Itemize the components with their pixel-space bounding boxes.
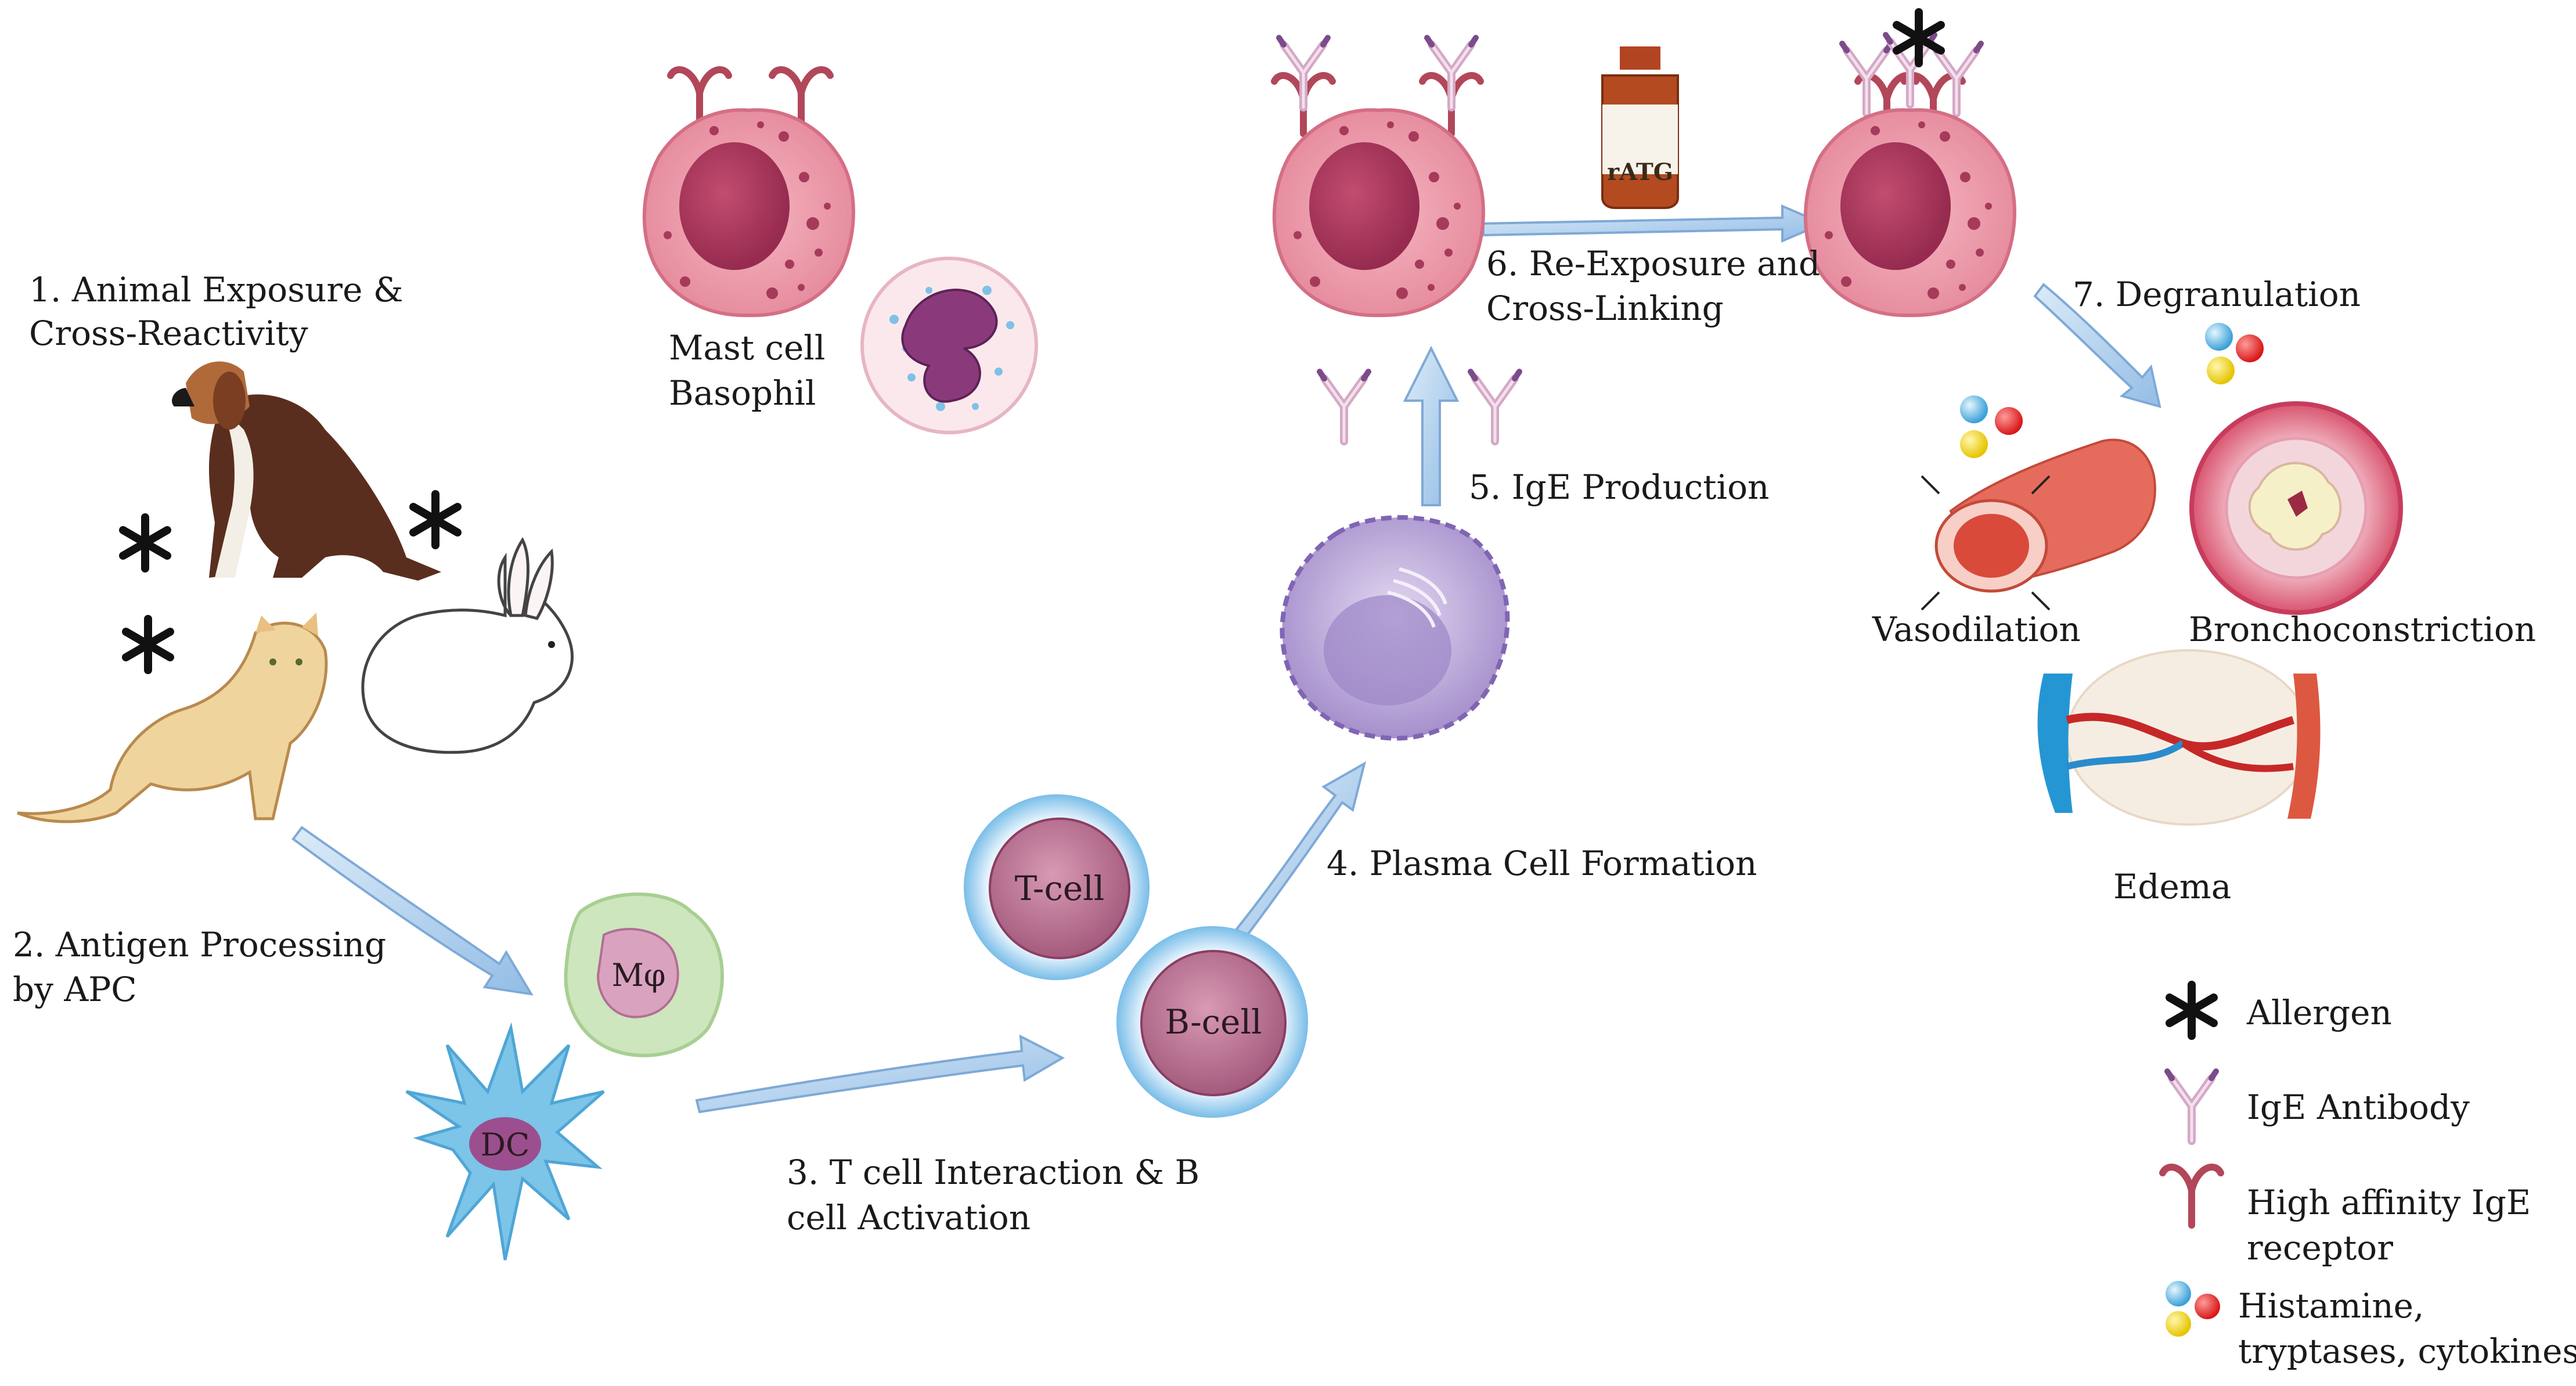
b-cell-icon: B-cell xyxy=(1116,926,1308,1118)
step-2-line2: by APC xyxy=(13,970,137,1009)
legend-mediator-icon xyxy=(2166,1281,2220,1337)
mast-cell-label: Mast cell xyxy=(669,328,826,368)
degranulating-mast-cell-icon xyxy=(1806,35,2015,315)
legend-receptor-line2: receptor xyxy=(2247,1228,2393,1268)
step-3-line2: cell Activation xyxy=(787,1198,1031,1237)
allergen-asterisk-icon xyxy=(126,619,170,670)
step-5-label: 5. IgE Production xyxy=(1469,467,1770,507)
dendritic-label: DC xyxy=(481,1126,530,1163)
edema-label: Edema xyxy=(2113,867,2232,906)
step-6-line1: 6. Re-Exposure and xyxy=(1486,244,1821,283)
step-1-line2: Cross-Reactivity xyxy=(29,314,308,353)
cat-icon xyxy=(17,613,328,823)
basophil-icon xyxy=(860,257,1038,434)
legend-mediators-line1: Histamine, xyxy=(2238,1286,2424,1326)
dendritic-cell-icon: DC xyxy=(405,1022,605,1261)
step-1-line1: 1. Animal Exposure & xyxy=(29,270,403,309)
ige-antibody-icon xyxy=(1471,372,1519,441)
macrophage-icon: Mφ xyxy=(564,892,724,1057)
legend-allergen-label: Allergen xyxy=(2247,993,2392,1032)
legend-mediators-line2: tryptases, cytokines xyxy=(2238,1331,2576,1371)
vial-label: rATG xyxy=(1607,159,1673,186)
sensitized-mast-cell-icon xyxy=(1274,38,1483,315)
b-cell-label: B-cell xyxy=(1165,1002,1262,1042)
ige-antibody-icon xyxy=(1320,372,1368,441)
t-cell-label: T-cell xyxy=(1015,869,1105,908)
dog-icon xyxy=(172,361,441,581)
legend-receptor-icon xyxy=(2163,1167,2221,1225)
step-7-label: 7. Degranulation xyxy=(2073,275,2361,314)
allergen-asterisk-icon xyxy=(123,517,167,568)
vial-icon: rATG xyxy=(1601,46,1679,209)
macrophage-label: Mφ xyxy=(611,957,665,993)
bronchus-icon xyxy=(2189,401,2403,615)
step-6-line2: Cross-Linking xyxy=(1486,289,1724,328)
legend-receptor-line1: High affinity IgE xyxy=(2247,1183,2531,1222)
mast-cell-icon xyxy=(644,70,853,315)
legend-ige-antibody-icon xyxy=(2167,1071,2216,1141)
dilated-vessel-icon xyxy=(1921,438,2156,611)
step-4-label: 4. Plasma Cell Formation xyxy=(1327,844,1757,883)
mediator-granules-icon xyxy=(1960,323,2264,458)
legend-ige-antibody-label: IgE Antibody xyxy=(2247,1088,2470,1127)
plasma-cell-icon xyxy=(1280,515,1510,741)
bronchoconstriction-label: Bronchoconstriction xyxy=(2189,610,2537,649)
flow-arrows xyxy=(291,204,2161,1114)
step-2-line1: 2. Antigen Processing xyxy=(13,925,387,964)
t-cell-icon: T-cell xyxy=(964,794,1150,980)
allergen-asterisk-icon xyxy=(413,494,457,545)
rabbit-icon xyxy=(361,537,574,754)
step-3-line1: 3. T cell Interaction & B xyxy=(787,1153,1200,1192)
basophil-label: Basophil xyxy=(669,373,816,413)
edema-icon xyxy=(2037,649,2321,826)
vasodilation-label: Vasodilation xyxy=(1872,610,2081,649)
legend-allergen-icon xyxy=(2170,985,2214,1036)
